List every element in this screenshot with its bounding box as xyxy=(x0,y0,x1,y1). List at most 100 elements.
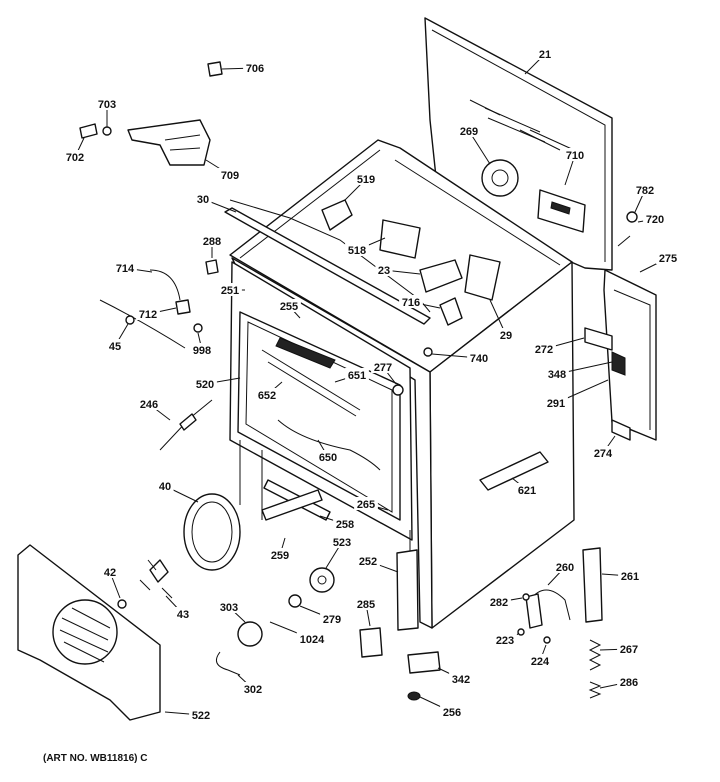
loose-parts-left xyxy=(79,61,335,676)
part-label-bg xyxy=(194,192,212,205)
part-label-782: 782 xyxy=(636,185,654,197)
part-label-bg xyxy=(200,234,224,247)
part-label-bg xyxy=(371,360,395,373)
part-label-bg xyxy=(190,343,214,356)
part-label-702: 702 xyxy=(66,152,84,164)
part-label-260: 260 xyxy=(556,562,574,574)
part-label-251: 251 xyxy=(221,285,239,297)
part-label-bg xyxy=(174,607,192,620)
part-label-bg xyxy=(330,535,354,548)
part-label-bg xyxy=(277,299,301,312)
part-label-bg xyxy=(243,61,267,74)
part-label-272: 272 xyxy=(535,344,553,356)
part-label-bg xyxy=(354,597,378,610)
part-label-bg xyxy=(440,705,464,718)
part-label-bg xyxy=(156,479,174,492)
part-label-710: 710 xyxy=(566,150,584,162)
part-label-bg xyxy=(63,150,87,163)
part-label-1024: 1024 xyxy=(300,634,325,646)
part-label-303: 303 xyxy=(220,602,238,614)
part-label-740: 740 xyxy=(470,353,488,365)
part-label-bg xyxy=(345,243,369,256)
part-label-998: 998 xyxy=(193,345,211,357)
back-panel xyxy=(17,544,161,721)
part-label-45: 45 xyxy=(109,341,121,353)
part-label-bg xyxy=(316,450,340,463)
part-label-302: 302 xyxy=(244,684,262,696)
part-label-bg xyxy=(545,367,569,380)
part-label-bg xyxy=(354,497,378,510)
part-label-bg xyxy=(493,633,517,646)
part-label-bg xyxy=(528,654,552,667)
part-label-bg xyxy=(617,642,641,655)
part-label-29: 29 xyxy=(500,330,512,342)
part-label-bg xyxy=(656,251,680,264)
part-label-520: 520 xyxy=(196,379,214,391)
part-label-bg xyxy=(457,124,481,137)
part-label-523: 523 xyxy=(333,537,351,549)
part-label-23: 23 xyxy=(378,265,390,277)
part-label-286: 286 xyxy=(620,677,638,689)
part-label-bg xyxy=(375,263,393,276)
part-label-bg xyxy=(515,483,539,496)
part-label-bg xyxy=(617,675,641,688)
part-label-720: 720 xyxy=(646,214,664,226)
part-label-348: 348 xyxy=(548,369,566,381)
part-label-651: 651 xyxy=(348,370,366,382)
part-label-bg xyxy=(268,548,292,561)
part-label-21: 21 xyxy=(539,49,551,61)
part-label-bg xyxy=(218,283,242,296)
part-callouts: 2170670370270926971078272027551930288518… xyxy=(63,47,680,722)
part-label-bg xyxy=(449,672,473,685)
part-label-42: 42 xyxy=(104,567,116,579)
part-label-275: 275 xyxy=(659,253,677,265)
part-label-bg xyxy=(633,183,657,196)
part-label-bg xyxy=(137,397,161,410)
part-label-223: 223 xyxy=(496,635,514,647)
part-label-bg xyxy=(333,517,357,530)
lower-frame xyxy=(239,440,411,620)
part-label-bg xyxy=(217,600,241,613)
part-label-bg xyxy=(591,446,615,459)
part-label-bg xyxy=(563,148,587,161)
part-label-bg xyxy=(255,388,279,401)
part-label-519: 519 xyxy=(357,174,375,186)
part-label-43: 43 xyxy=(177,609,189,621)
terminal-block xyxy=(584,327,613,351)
part-label-bg xyxy=(354,172,378,185)
part-label-bg xyxy=(467,351,491,364)
part-label-274: 274 xyxy=(594,448,613,460)
part-label-259: 259 xyxy=(271,550,289,562)
part-label-714: 714 xyxy=(116,263,135,275)
part-label-bg xyxy=(536,47,554,60)
part-label-621: 621 xyxy=(518,485,536,497)
part-label-269: 269 xyxy=(460,126,478,138)
part-label-246: 246 xyxy=(140,399,158,411)
part-label-288: 288 xyxy=(203,236,221,248)
part-label-bg xyxy=(218,168,242,181)
part-label-716: 716 xyxy=(402,297,420,309)
top-components xyxy=(321,159,586,396)
part-label-279: 279 xyxy=(323,614,341,626)
part-label-706: 706 xyxy=(246,63,264,75)
part-label-712: 712 xyxy=(139,309,157,321)
part-label-40: 40 xyxy=(159,481,171,493)
part-label-bg xyxy=(643,212,667,225)
part-label-518: 518 xyxy=(348,245,366,257)
part-label-bg xyxy=(106,339,124,352)
part-label-bg xyxy=(241,682,265,695)
part-label-bg xyxy=(189,708,213,721)
part-label-bg xyxy=(553,560,577,573)
part-label-bg xyxy=(356,554,380,567)
loose-parts-right xyxy=(359,211,638,701)
part-label-bg xyxy=(497,328,515,341)
part-label-342: 342 xyxy=(452,674,470,686)
part-label-bg xyxy=(320,612,344,625)
side-panel xyxy=(603,269,657,441)
part-label-252: 252 xyxy=(359,556,377,568)
part-label-285: 285 xyxy=(357,599,375,611)
art-number: (ART NO. WB11816) C xyxy=(43,753,147,764)
part-label-282: 282 xyxy=(490,597,508,609)
